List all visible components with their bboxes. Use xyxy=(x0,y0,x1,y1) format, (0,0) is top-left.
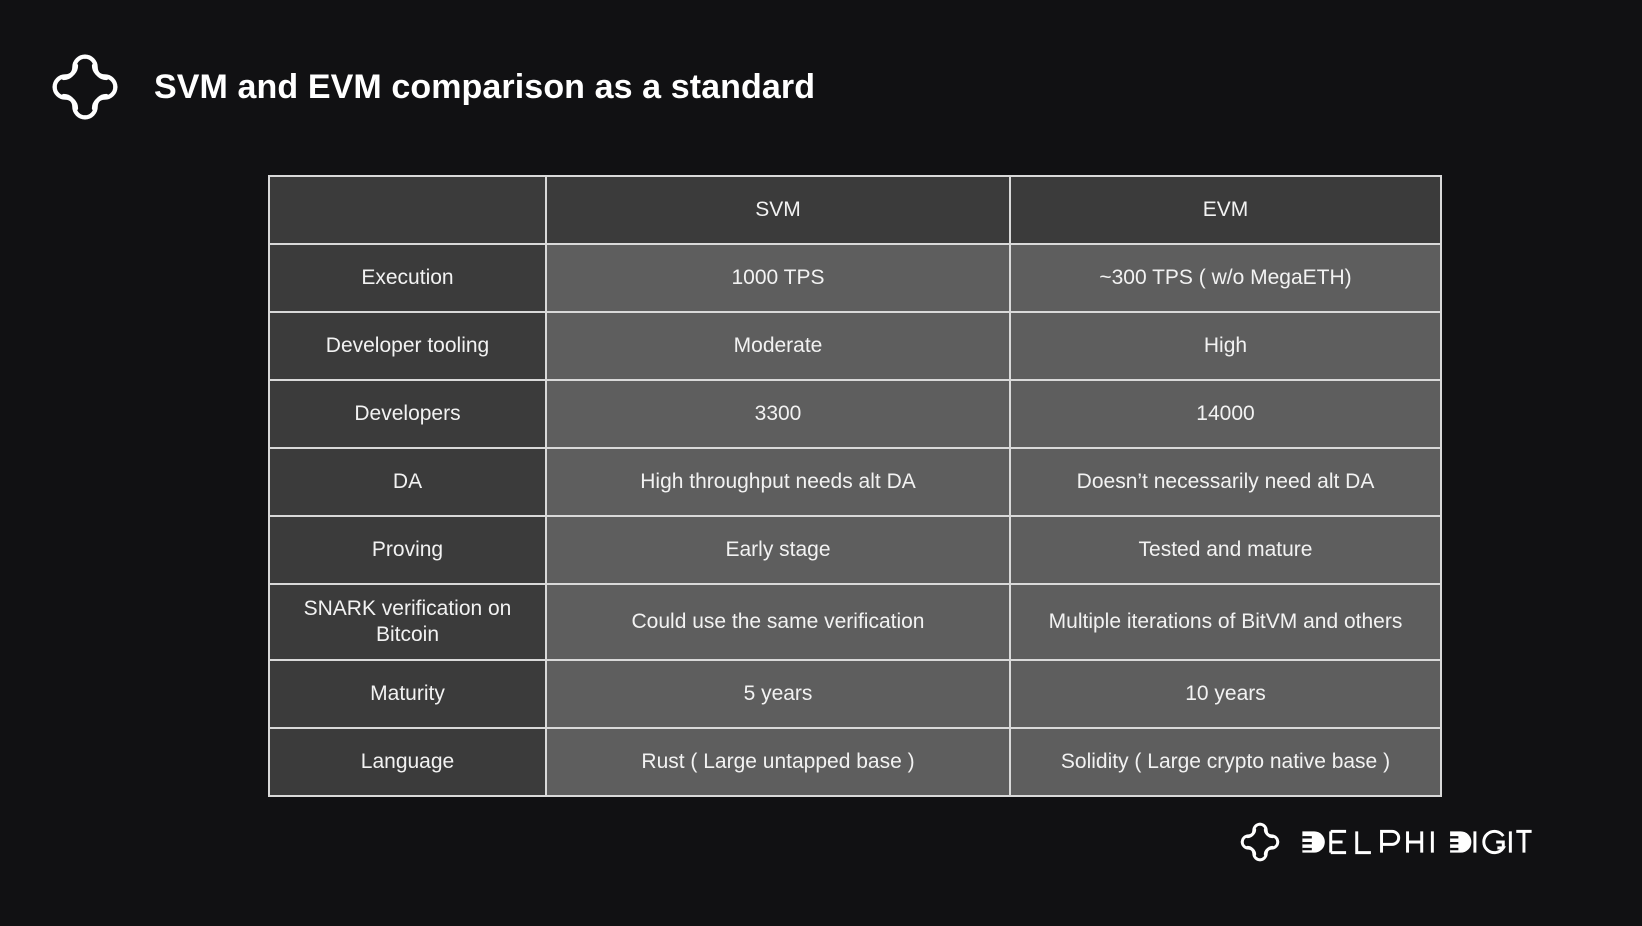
footer-brand xyxy=(1236,818,1536,866)
cell-evm-developer-tooling: High xyxy=(1009,311,1442,381)
table-header-row: SVM EVM xyxy=(268,175,1442,245)
table-header: SVM EVM xyxy=(268,175,1442,245)
delphi-knot-logo-icon xyxy=(1240,822,1279,862)
cell-svm-language: Rust ( Large untapped base ) xyxy=(545,727,1011,797)
table-row: Proving Early stage Tested and mature xyxy=(268,515,1442,585)
row-label-language: Language xyxy=(268,727,547,797)
row-label-da: DA xyxy=(268,447,547,517)
delphi-digital-wordmark xyxy=(1302,829,1532,855)
cell-svm-snark-verification-on-bitcoin: Could use the same verification xyxy=(545,583,1011,661)
cell-evm-language: Solidity ( Large crypto native base ) xyxy=(1009,727,1442,797)
cell-svm-maturity: 5 years xyxy=(545,659,1011,729)
cell-evm-maturity: 10 years xyxy=(1009,659,1442,729)
svm-evm-comparison-table: SVM EVM Execution 1000 TPS ~300 TPS ( w/… xyxy=(268,175,1442,797)
row-label-developers: Developers xyxy=(268,379,547,449)
delphi-knot-logo-icon xyxy=(52,54,118,120)
table-row: DA High throughput needs alt DA Doesn’t … xyxy=(268,447,1442,517)
cell-svm-developer-tooling: Moderate xyxy=(545,311,1011,381)
cell-evm-developers: 14000 xyxy=(1009,379,1442,449)
row-label-developer-tooling: Developer tooling xyxy=(268,311,547,381)
cell-svm-execution: 1000 TPS xyxy=(545,243,1011,313)
table-row: Language Rust ( Large untapped base ) So… xyxy=(268,727,1442,797)
table-row: SNARK verification on Bitcoin Could use … xyxy=(268,583,1442,661)
header-cell-evm: EVM xyxy=(1009,175,1442,245)
table-row: Developers 3300 14000 xyxy=(268,379,1442,449)
cell-svm-da: High throughput needs alt DA xyxy=(545,447,1011,517)
table-row: Developer tooling Moderate High xyxy=(268,311,1442,381)
table-row: Maturity 5 years 10 years xyxy=(268,659,1442,729)
page-title: SVM and EVM comparison as a standard xyxy=(154,68,816,106)
slide-header: SVM and EVM comparison as a standard xyxy=(44,46,815,128)
row-label-snark-verification-on-bitcoin: SNARK verification on Bitcoin xyxy=(268,583,547,661)
row-label-execution: Execution xyxy=(268,243,547,313)
cell-evm-proving: Tested and mature xyxy=(1009,515,1442,585)
cell-svm-developers: 3300 xyxy=(545,379,1011,449)
cell-evm-da: Doesn’t necessarily need alt DA xyxy=(1009,447,1442,517)
header-cell-blank xyxy=(268,175,547,245)
table-body: Execution 1000 TPS ~300 TPS ( w/o MegaET… xyxy=(268,243,1442,797)
row-label-proving: Proving xyxy=(268,515,547,585)
row-label-maturity: Maturity xyxy=(268,659,547,729)
table-row: Execution 1000 TPS ~300 TPS ( w/o MegaET… xyxy=(268,243,1442,313)
header-cell-svm: SVM xyxy=(545,175,1011,245)
cell-evm-snark-verification-on-bitcoin: Multiple iterations of BitVM and others xyxy=(1009,583,1442,661)
cell-evm-execution: ~300 TPS ( w/o MegaETH) xyxy=(1009,243,1442,313)
cell-svm-proving: Early stage xyxy=(545,515,1011,585)
